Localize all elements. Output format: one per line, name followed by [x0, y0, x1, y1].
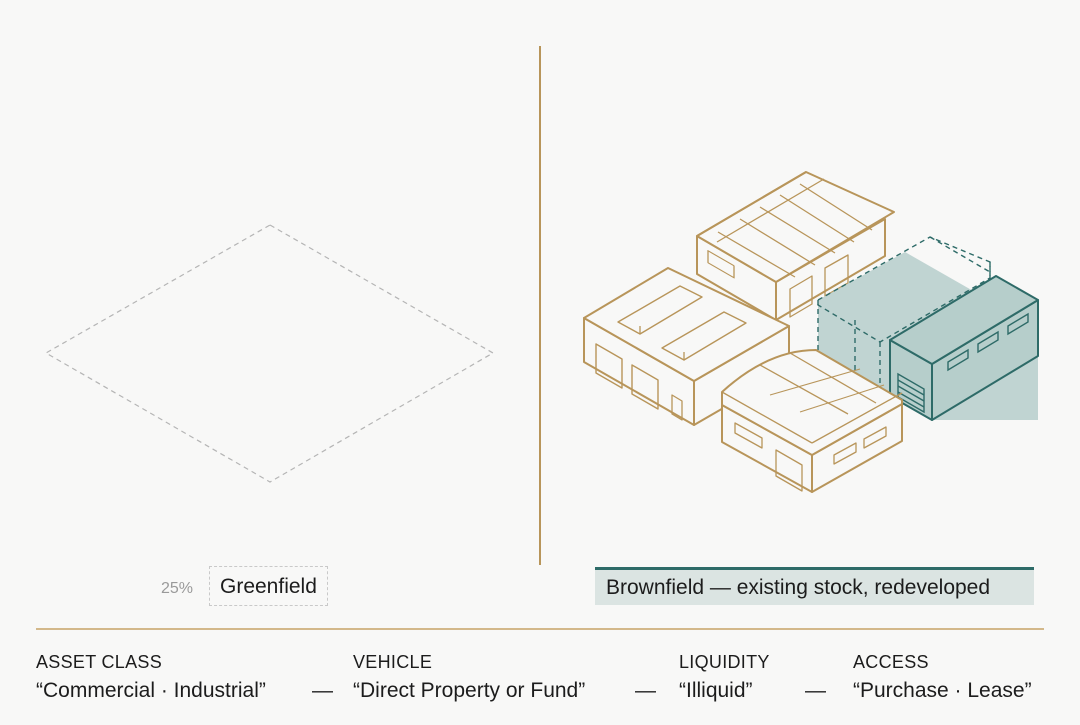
brownfield-label: Brownfield — existing stock, redeveloped: [595, 567, 1034, 605]
brownfield-label-text: Brownfield — existing stock, redeveloped: [606, 576, 991, 599]
attr-separator: —: [805, 679, 826, 702]
attr-separator: —: [312, 679, 333, 702]
attr-key-access: ACCESS: [853, 652, 929, 672]
attr-key-liquidity: LIQUIDITY: [679, 652, 770, 672]
attr-value-vehicle: “Direct Property or Fund”: [353, 679, 586, 702]
attr-key-vehicle: VEHICLE: [353, 652, 433, 672]
greenfield-empty-plot: [44, 224, 495, 483]
greenfield-share-percent: 25%: [161, 580, 194, 597]
attr-key-asset-class: ASSET CLASS: [36, 652, 163, 672]
greenfield-label-text: Greenfield: [220, 574, 317, 598]
greenfield-label: Greenfield: [209, 566, 328, 606]
attr-separator: —: [635, 679, 656, 702]
warehouse-back: [696, 171, 895, 321]
redeveloped-block: [817, 236, 1039, 421]
warehouse-front: [721, 349, 903, 493]
attr-value-liquidity: “Illiquid”: [679, 679, 753, 702]
attr-value-asset-class: “Commercial · Industrial”: [36, 679, 266, 702]
footer-rule: [36, 628, 1044, 630]
attr-value-access: “Purchase · Lease”: [853, 679, 1032, 702]
